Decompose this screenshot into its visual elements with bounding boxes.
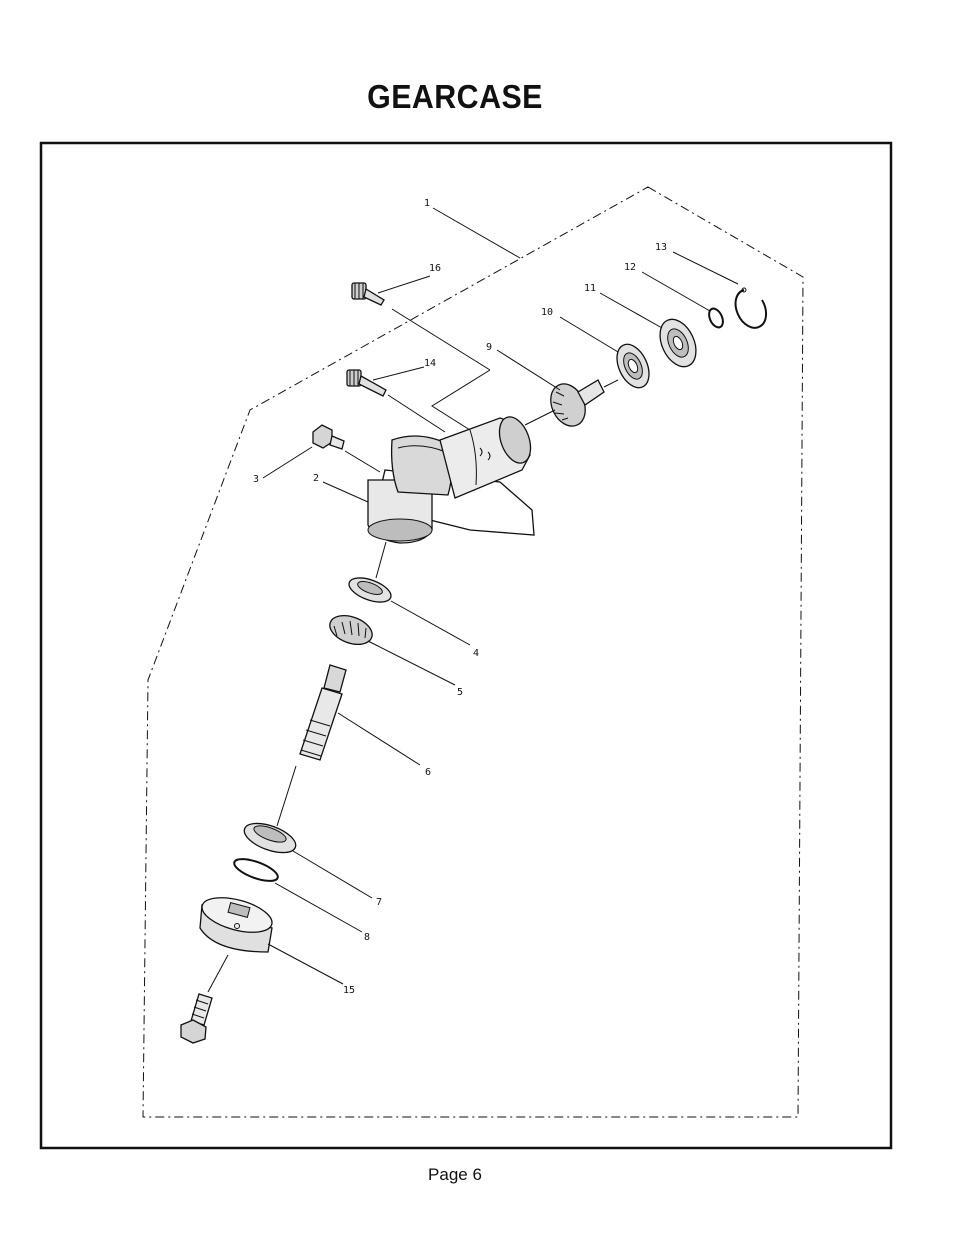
leader-lines xyxy=(262,207,739,985)
callout-14: 14 xyxy=(424,358,436,369)
assembly-boundary xyxy=(142,186,804,1118)
callout-8: 8 xyxy=(364,932,370,943)
bearing-4 xyxy=(348,577,392,603)
ring-12 xyxy=(708,307,724,329)
callout-5: 5 xyxy=(457,687,463,698)
callout-1: 1 xyxy=(424,198,430,209)
gearcase-housing xyxy=(367,416,535,544)
bevel-gear-5 xyxy=(329,615,373,645)
bearing-11 xyxy=(659,318,697,368)
callout-7: 7 xyxy=(376,897,382,908)
callout-2: 2 xyxy=(313,473,319,484)
shaft-6 xyxy=(299,664,347,761)
callout-4: 4 xyxy=(473,648,479,659)
callout-10: 10 xyxy=(541,307,553,318)
callout-3: 3 xyxy=(253,474,259,485)
page-footer: Page 6 xyxy=(428,1165,482,1184)
callout-16: 16 xyxy=(429,263,441,274)
callout-11: 11 xyxy=(584,283,596,294)
callout-12: 12 xyxy=(624,262,636,273)
bevel-gear-9 xyxy=(550,379,605,427)
washer-8 xyxy=(233,858,279,882)
screw-16 xyxy=(351,282,385,306)
bearing-10 xyxy=(616,343,650,389)
callout-numbers: 1 2 3 4 5 6 7 8 9 10 11 12 13 14 15 16 xyxy=(253,198,667,996)
bearing-7 xyxy=(243,822,297,854)
screw-14 xyxy=(346,369,387,397)
bolt-3 xyxy=(312,424,345,450)
callout-13: 13 xyxy=(655,242,667,253)
assembly-axis-lines xyxy=(207,308,619,993)
diagram-frame xyxy=(39,141,893,1150)
snap-ring-13 xyxy=(734,289,768,329)
bottom-bolt xyxy=(180,993,213,1044)
page-title: GEARCASE xyxy=(367,78,543,115)
callout-15: 15 xyxy=(343,985,355,996)
holder-15 xyxy=(199,897,273,953)
callout-6: 6 xyxy=(425,767,431,778)
callout-9: 9 xyxy=(486,342,492,353)
